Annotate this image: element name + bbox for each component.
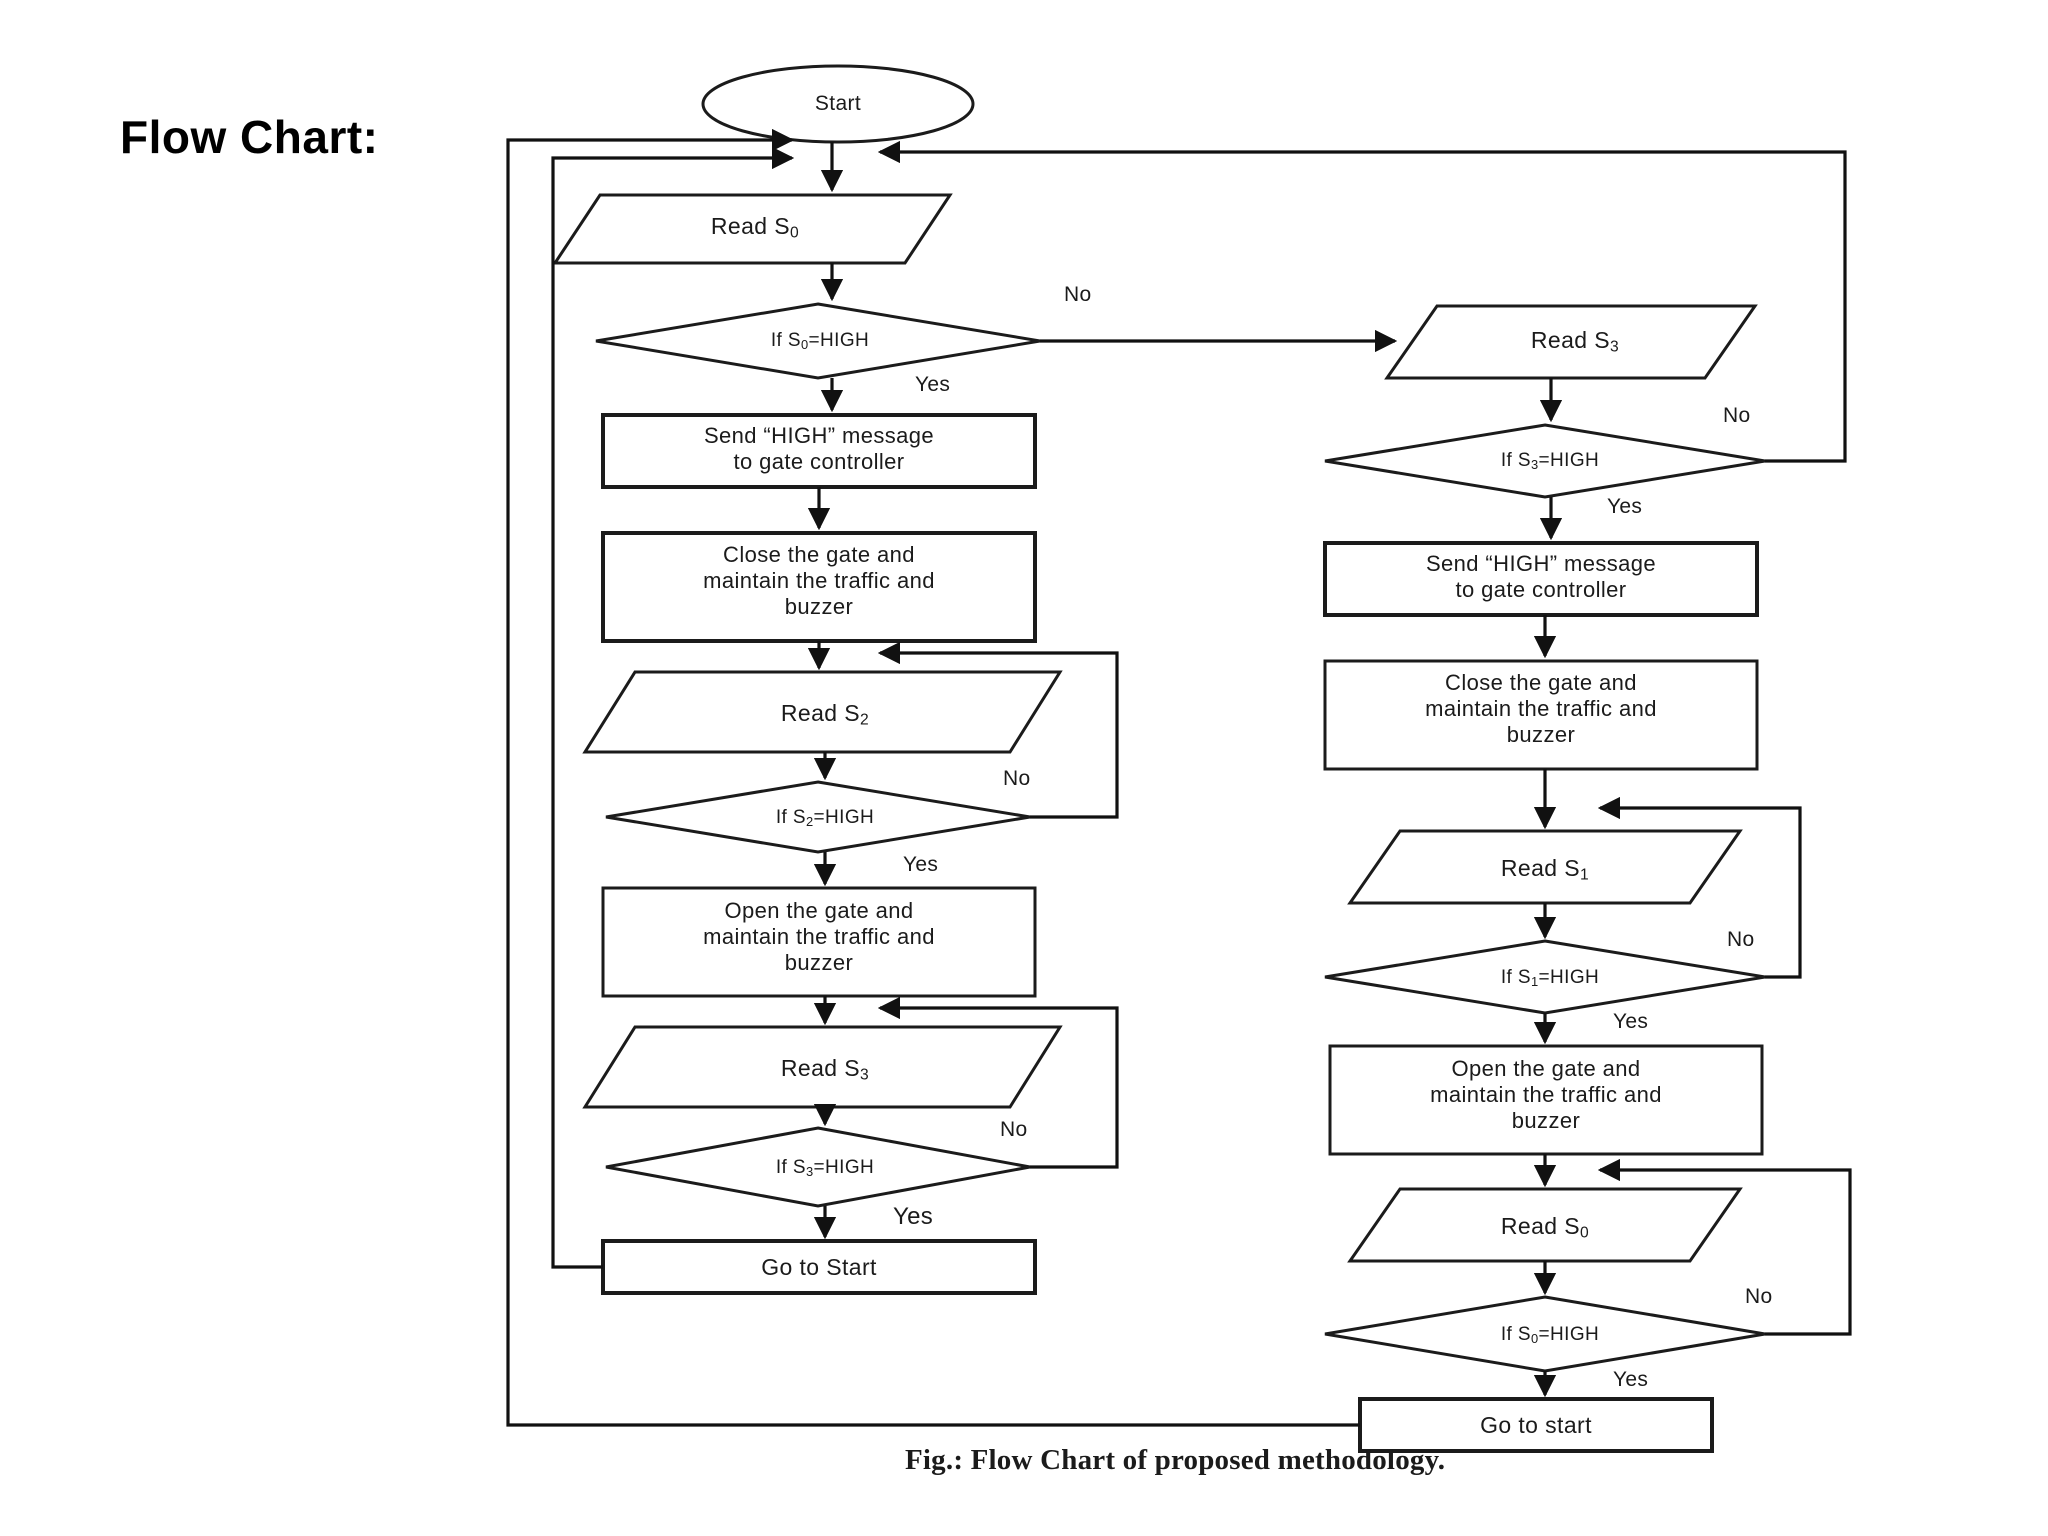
- edge-label-if-s3-yes-right: Yes: [1607, 495, 1643, 518]
- node-if-s1-high-shape: [1324, 939, 1766, 1015]
- node-if-s2-high-shape: [605, 780, 1031, 854]
- node-read-s3-left-shape: [582, 1025, 1063, 1109]
- node-close-gate-left-shape: [601, 531, 1037, 643]
- figure-caption: Fig.: Flow Chart of proposed methodology…: [905, 1444, 1446, 1476]
- node-read-s0-right-shape: [1347, 1187, 1743, 1263]
- edge-label-if-s3-yes-left: Yes: [893, 1203, 934, 1230]
- node-read-s1-shape: [1347, 829, 1743, 905]
- edge-if-s3-no-loop-left: [877, 996, 1119, 1169]
- edge-label-if-s1-no: No: [1727, 928, 1755, 951]
- node-close-gate-right-shape: [1323, 659, 1759, 771]
- edge-if-s0-no-loop-right: [1597, 1158, 1852, 1336]
- edge-label-if-s1-yes: Yes: [1613, 1010, 1649, 1033]
- node-if-s0-high-left-shape: [595, 302, 1041, 380]
- node-go-to-start-left-shape: [601, 1239, 1037, 1295]
- node-if-s3-high-left-shape: [605, 1126, 1031, 1208]
- edge-label-if-s2-no: No: [1003, 767, 1031, 790]
- page-title: Flow Chart:: [120, 111, 379, 163]
- edge-label-if-s0-no-right: No: [1745, 1285, 1773, 1308]
- edge-go-to-start-right-return: [506, 128, 1360, 1427]
- node-start-shape: [701, 64, 975, 144]
- edge-label-if-s3-no-right: No: [1723, 404, 1751, 427]
- node-if-s3-high-right-shape: [1324, 423, 1766, 499]
- edge-label-if-s3-no-left: No: [1000, 1118, 1028, 1141]
- edge-label-if-s0-no: No: [1064, 283, 1092, 306]
- edge-if-s2-no-loop: [877, 641, 1119, 819]
- node-open-gate-left-shape: [601, 886, 1037, 998]
- edge-if-s3-no-right-return: [877, 140, 1847, 463]
- node-read-s0-left-shape: [552, 193, 953, 265]
- edge-label-if-s0-yes: Yes: [915, 373, 951, 396]
- node-if-s0-high-right-shape: [1324, 1295, 1766, 1373]
- node-read-s2-left-shape: [582, 670, 1063, 754]
- node-send-high-right-shape: [1323, 541, 1759, 617]
- edge-label-if-s0-yes-right: Yes: [1613, 1368, 1649, 1391]
- edge-go-to-start-left-return: [551, 146, 795, 1269]
- edge-label-if-s2-yes: Yes: [903, 853, 939, 876]
- node-read-s3-right-shape: [1384, 304, 1758, 380]
- node-open-gate-right-shape: [1328, 1044, 1764, 1156]
- edge-if-s1-no-loop: [1597, 796, 1802, 979]
- node-send-high-left-shape: [601, 413, 1037, 489]
